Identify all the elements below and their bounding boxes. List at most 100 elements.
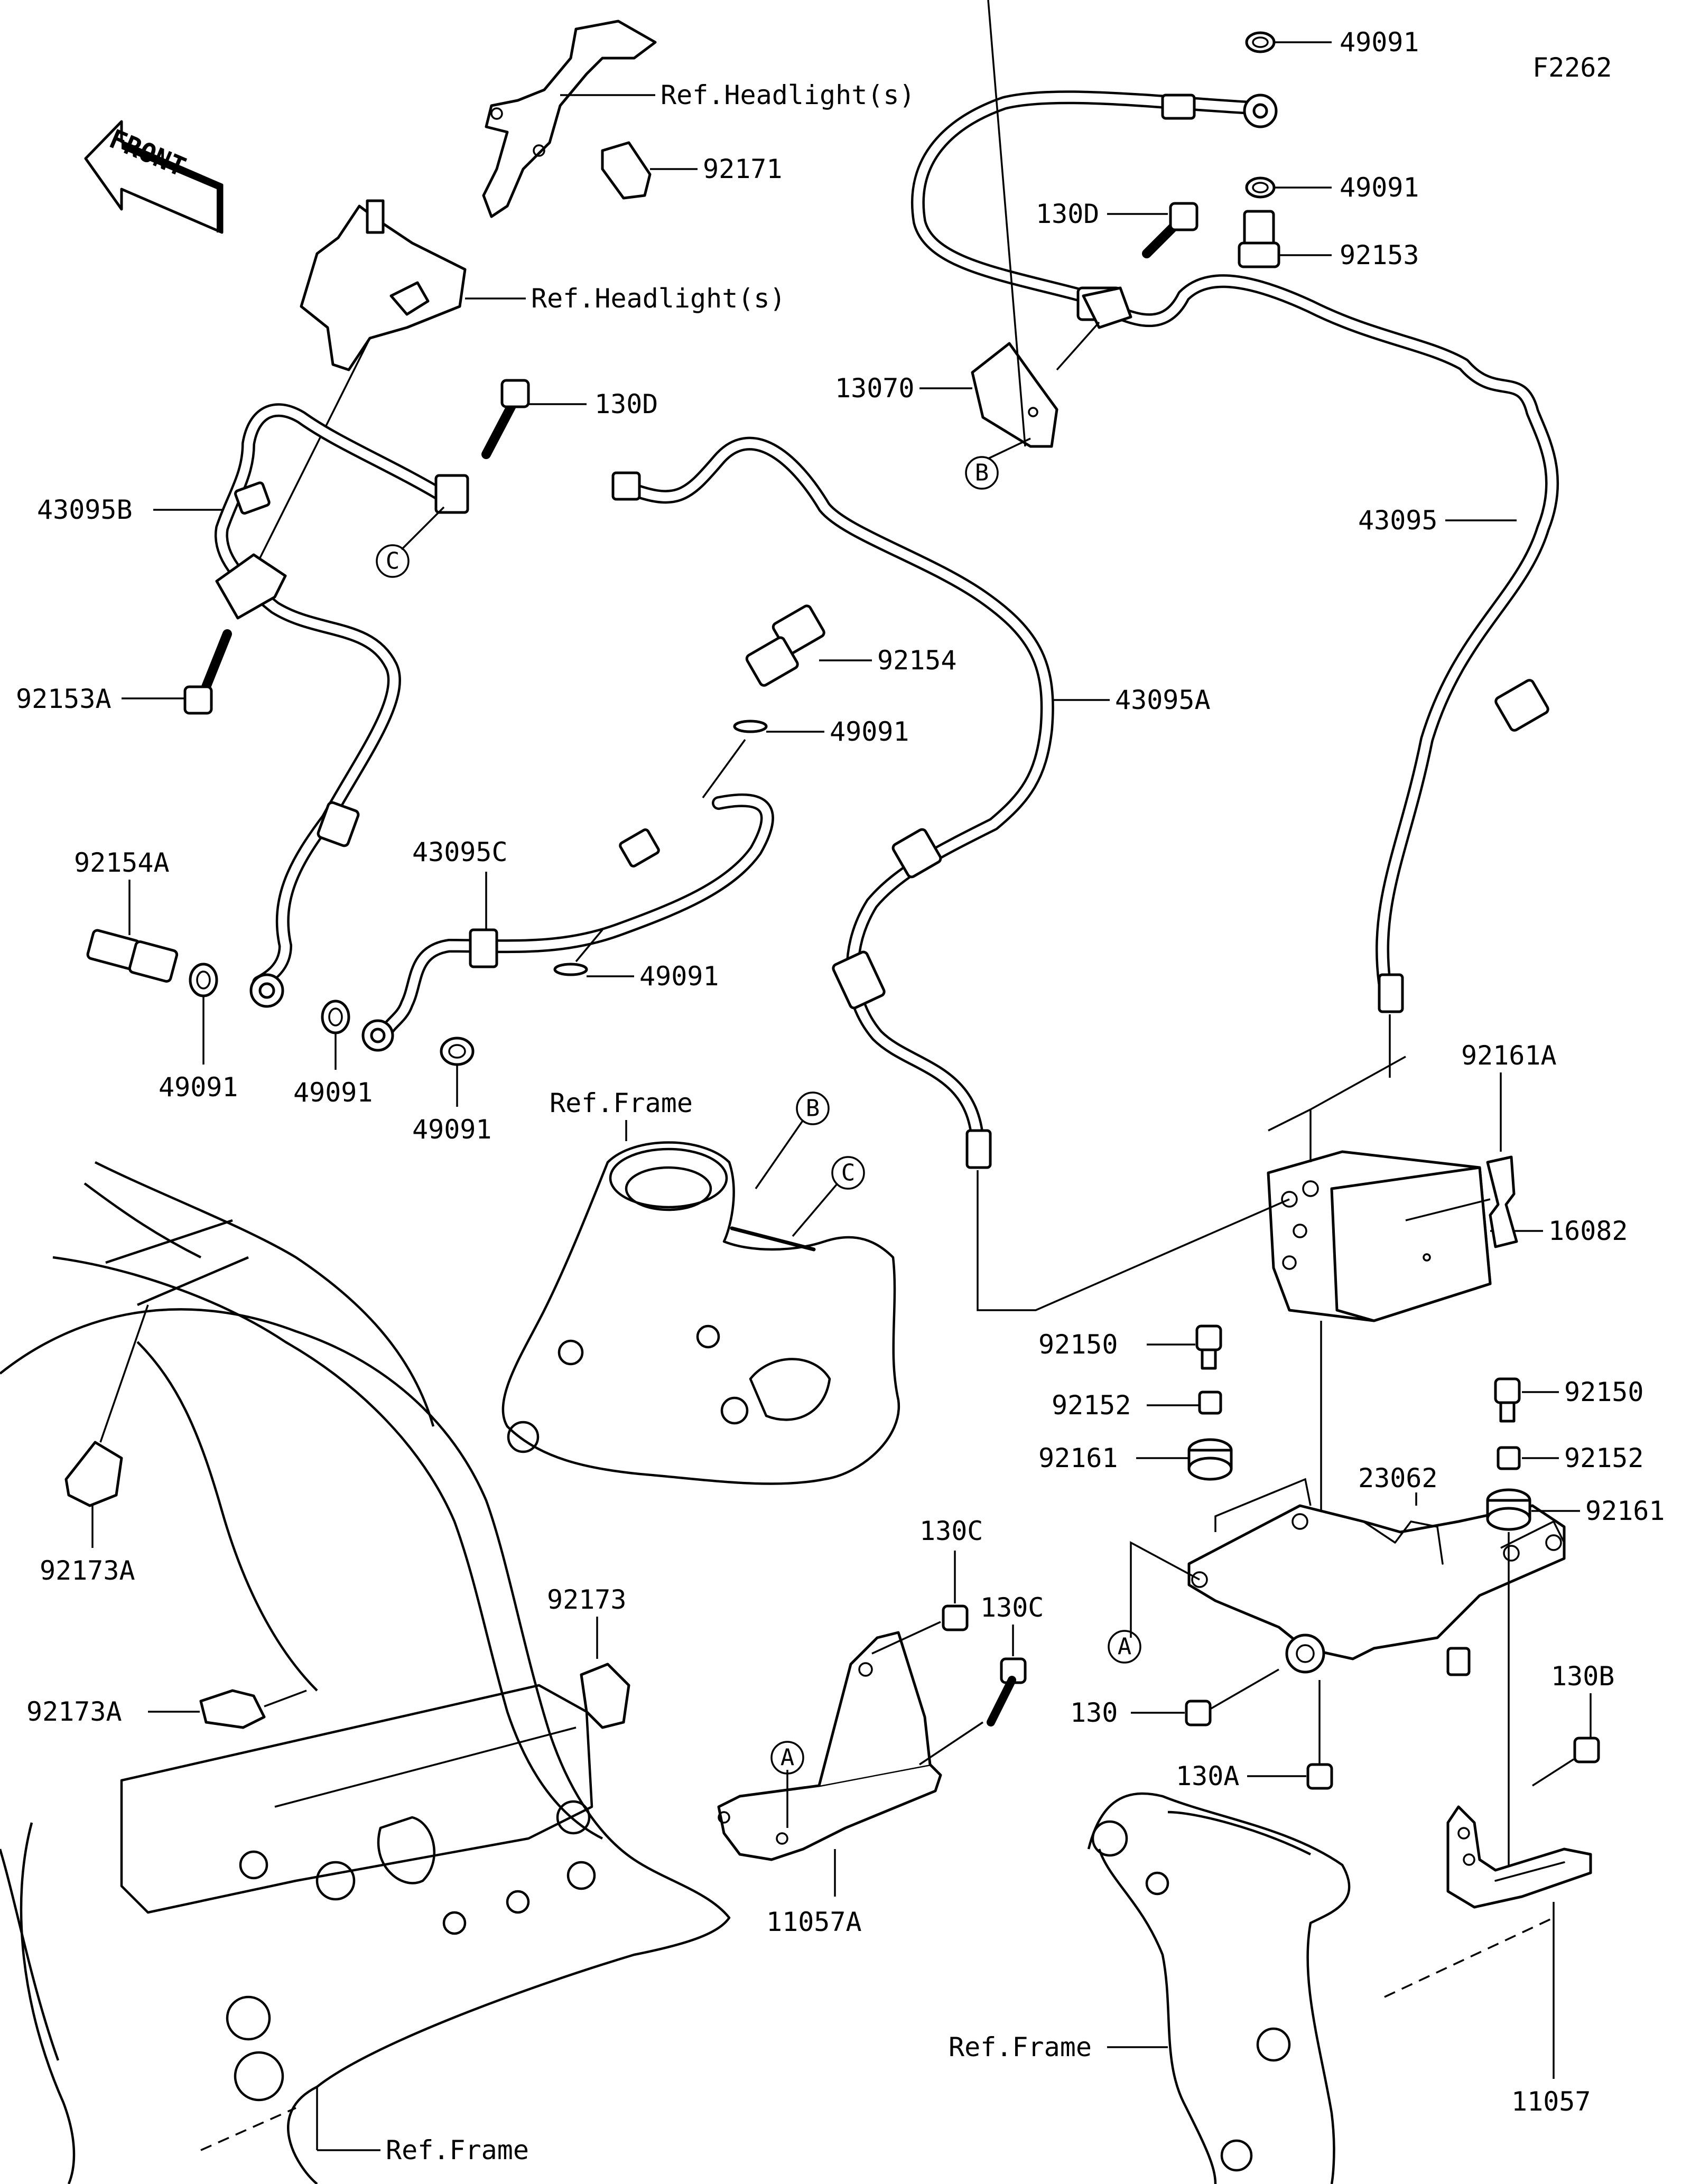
brake-hose-43095A: 43095A: [611, 436, 1211, 1169]
label-130: 130: [1070, 1697, 1118, 1728]
label-11057A: 11057A: [766, 1907, 862, 1937]
label-130A: 130A: [1176, 1761, 1239, 1791]
label-43095C: 43095C: [412, 837, 508, 867]
clip-92171: 92171: [601, 141, 783, 200]
headlight-bracket-top: Ref.Headlight(s): [482, 20, 915, 218]
brake-hose-43095C: 43095C: [361, 793, 774, 1052]
bolt-130A: 130A: [1176, 1680, 1333, 1791]
label-49091-c: 49091: [293, 1077, 373, 1108]
clip-92173A-mid: 92173A: [26, 1689, 307, 1729]
label-92173: 92173: [547, 1584, 627, 1615]
label-92152-right: 92152: [1564, 1443, 1644, 1473]
bolt-130D-top: 130D: [1036, 199, 1198, 258]
label-43095: 43095: [1358, 505, 1438, 536]
collar-92152-right: 92152: [1497, 1443, 1644, 1473]
fitting-92154A: 92154A: [74, 847, 179, 983]
abs-bracket-23062: 23062: [1187, 1463, 1566, 1676]
bolt-92150-right: 92150: [1494, 1377, 1644, 1423]
label-43095A: 43095A: [1115, 685, 1211, 715]
label-92153: 92153: [1340, 240, 1419, 270]
svg-text:C: C: [841, 1160, 856, 1187]
label-13070: 13070: [835, 373, 915, 404]
washer-49091-a: 49091: [702, 716, 909, 799]
damper-92161A: 92161A: [1405, 1040, 1557, 1248]
svg-text:B: B: [806, 1095, 820, 1122]
grommet-92161-left: 92161: [1038, 1438, 1233, 1481]
bolt-130B: 130B: [1532, 1661, 1614, 1787]
bracket-11057: 11057: [1446, 1532, 1592, 2117]
label-49091-d: 49091: [412, 1114, 492, 1145]
bolt-130D-left: 130D: [481, 379, 658, 459]
collar-92152-left: 92152: [1052, 1390, 1222, 1421]
washer-49091-top: 49091: [1245, 27, 1419, 58]
brake-hose-43095: [910, 90, 1559, 1013]
label-130C-mid: 130C: [980, 1592, 1044, 1623]
label-92154: 92154: [877, 645, 957, 676]
callout-a-bracket: A: [770, 1741, 804, 1828]
label-130C-top: 130C: [919, 1516, 983, 1546]
brake-hose-43095B: 43095B: [37, 403, 469, 1008]
svg-text:A: A: [781, 1744, 795, 1771]
label-130B: 130B: [1551, 1661, 1614, 1692]
bolt-130C-top: 130C: [871, 1516, 983, 1655]
grommet-92161-right: 92161: [1486, 1488, 1665, 1531]
label-11057: 11057: [1511, 2086, 1591, 2117]
bolt-92153A: 92153A: [16, 629, 232, 715]
label-92171: 92171: [703, 154, 783, 184]
callout-b-center: B: [755, 1091, 830, 1189]
label-16082: 16082: [1548, 1216, 1628, 1246]
callout-c-center: C: [792, 1156, 865, 1237]
callout-b-top: B: [965, 437, 1031, 490]
clamp-13070: 13070: [835, 0, 1132, 448]
ref-frame-bottom-right: Ref.Frame: [949, 2032, 1092, 2062]
label-43095-group: 43095: [1358, 505, 1517, 536]
label-49091-e: 49091: [639, 961, 719, 992]
callout-c-left: C: [376, 506, 445, 578]
label-92150-left: 92150: [1038, 1329, 1118, 1360]
label-92161-right: 92161: [1585, 1496, 1665, 1526]
label-92173A-top: 92173A: [40, 1555, 135, 1586]
label-92152-left: 92152: [1052, 1390, 1131, 1421]
label-49091-top: 49091: [1340, 27, 1419, 58]
bolt-92150-left: 92150: [1038, 1324, 1222, 1370]
label-49091-mid: 49091: [1340, 172, 1419, 203]
headlight-bracket-left: Ref.Headlight(s): [253, 199, 786, 571]
frame-main: Ref.Frame: [0, 1161, 731, 2184]
label-130D-top: 130D: [1036, 199, 1099, 229]
label-23062: 23062: [1358, 1463, 1438, 1494]
bolt-130: 130: [1070, 1668, 1279, 1728]
ref-headlight-left: Ref.Headlight(s): [531, 283, 786, 314]
label-92150-right: 92150: [1564, 1377, 1644, 1407]
bolt-92153: 92153: [1238, 210, 1419, 270]
washer-49091-d: 49091: [412, 1037, 492, 1145]
ref-headlight-top: Ref.Headlight(s): [661, 80, 915, 110]
washer-49091-e: 49091: [553, 929, 719, 992]
svg-text:C: C: [386, 548, 400, 575]
ref-frame-bottom-left: Ref.Frame: [386, 2135, 529, 2166]
clip-92173: 92173: [274, 1584, 630, 1808]
abs-unit-16082: 16082: [977, 1014, 1628, 1580]
label-92173A-mid: 92173A: [26, 1696, 122, 1727]
bolt-130C-mid: 130C: [919, 1592, 1044, 1766]
front-arrow-icon: FRONT: [84, 120, 224, 234]
bracket-11057A: 11057A: [717, 1631, 942, 1937]
frame-headstock: Ref.Frame: [501, 1088, 900, 1485]
label-49091-a: 49091: [830, 716, 909, 747]
washer-49091-b: 49091: [159, 963, 238, 1103]
fitting-92154: 92154: [745, 604, 957, 687]
washer-49091-mid: 49091: [1245, 172, 1419, 203]
frame-bottom-right: Ref.Frame: [949, 1792, 1554, 2184]
ref-frame-center: Ref.Frame: [550, 1088, 693, 1118]
label-43095B: 43095B: [37, 494, 133, 525]
svg-text:A: A: [1118, 1634, 1132, 1660]
label-92161-left: 92161: [1038, 1443, 1118, 1473]
diagram-code: F2262: [1532, 52, 1612, 83]
label-49091-b: 49091: [159, 1072, 238, 1103]
label-92154A: 92154A: [74, 847, 170, 878]
washer-49091-c: 49091: [293, 1000, 373, 1108]
clip-92173A-top: 92173A: [40, 1304, 149, 1586]
label-92153A: 92153A: [16, 684, 112, 714]
label-130D-left: 130D: [594, 389, 658, 419]
svg-text:B: B: [975, 460, 989, 487]
